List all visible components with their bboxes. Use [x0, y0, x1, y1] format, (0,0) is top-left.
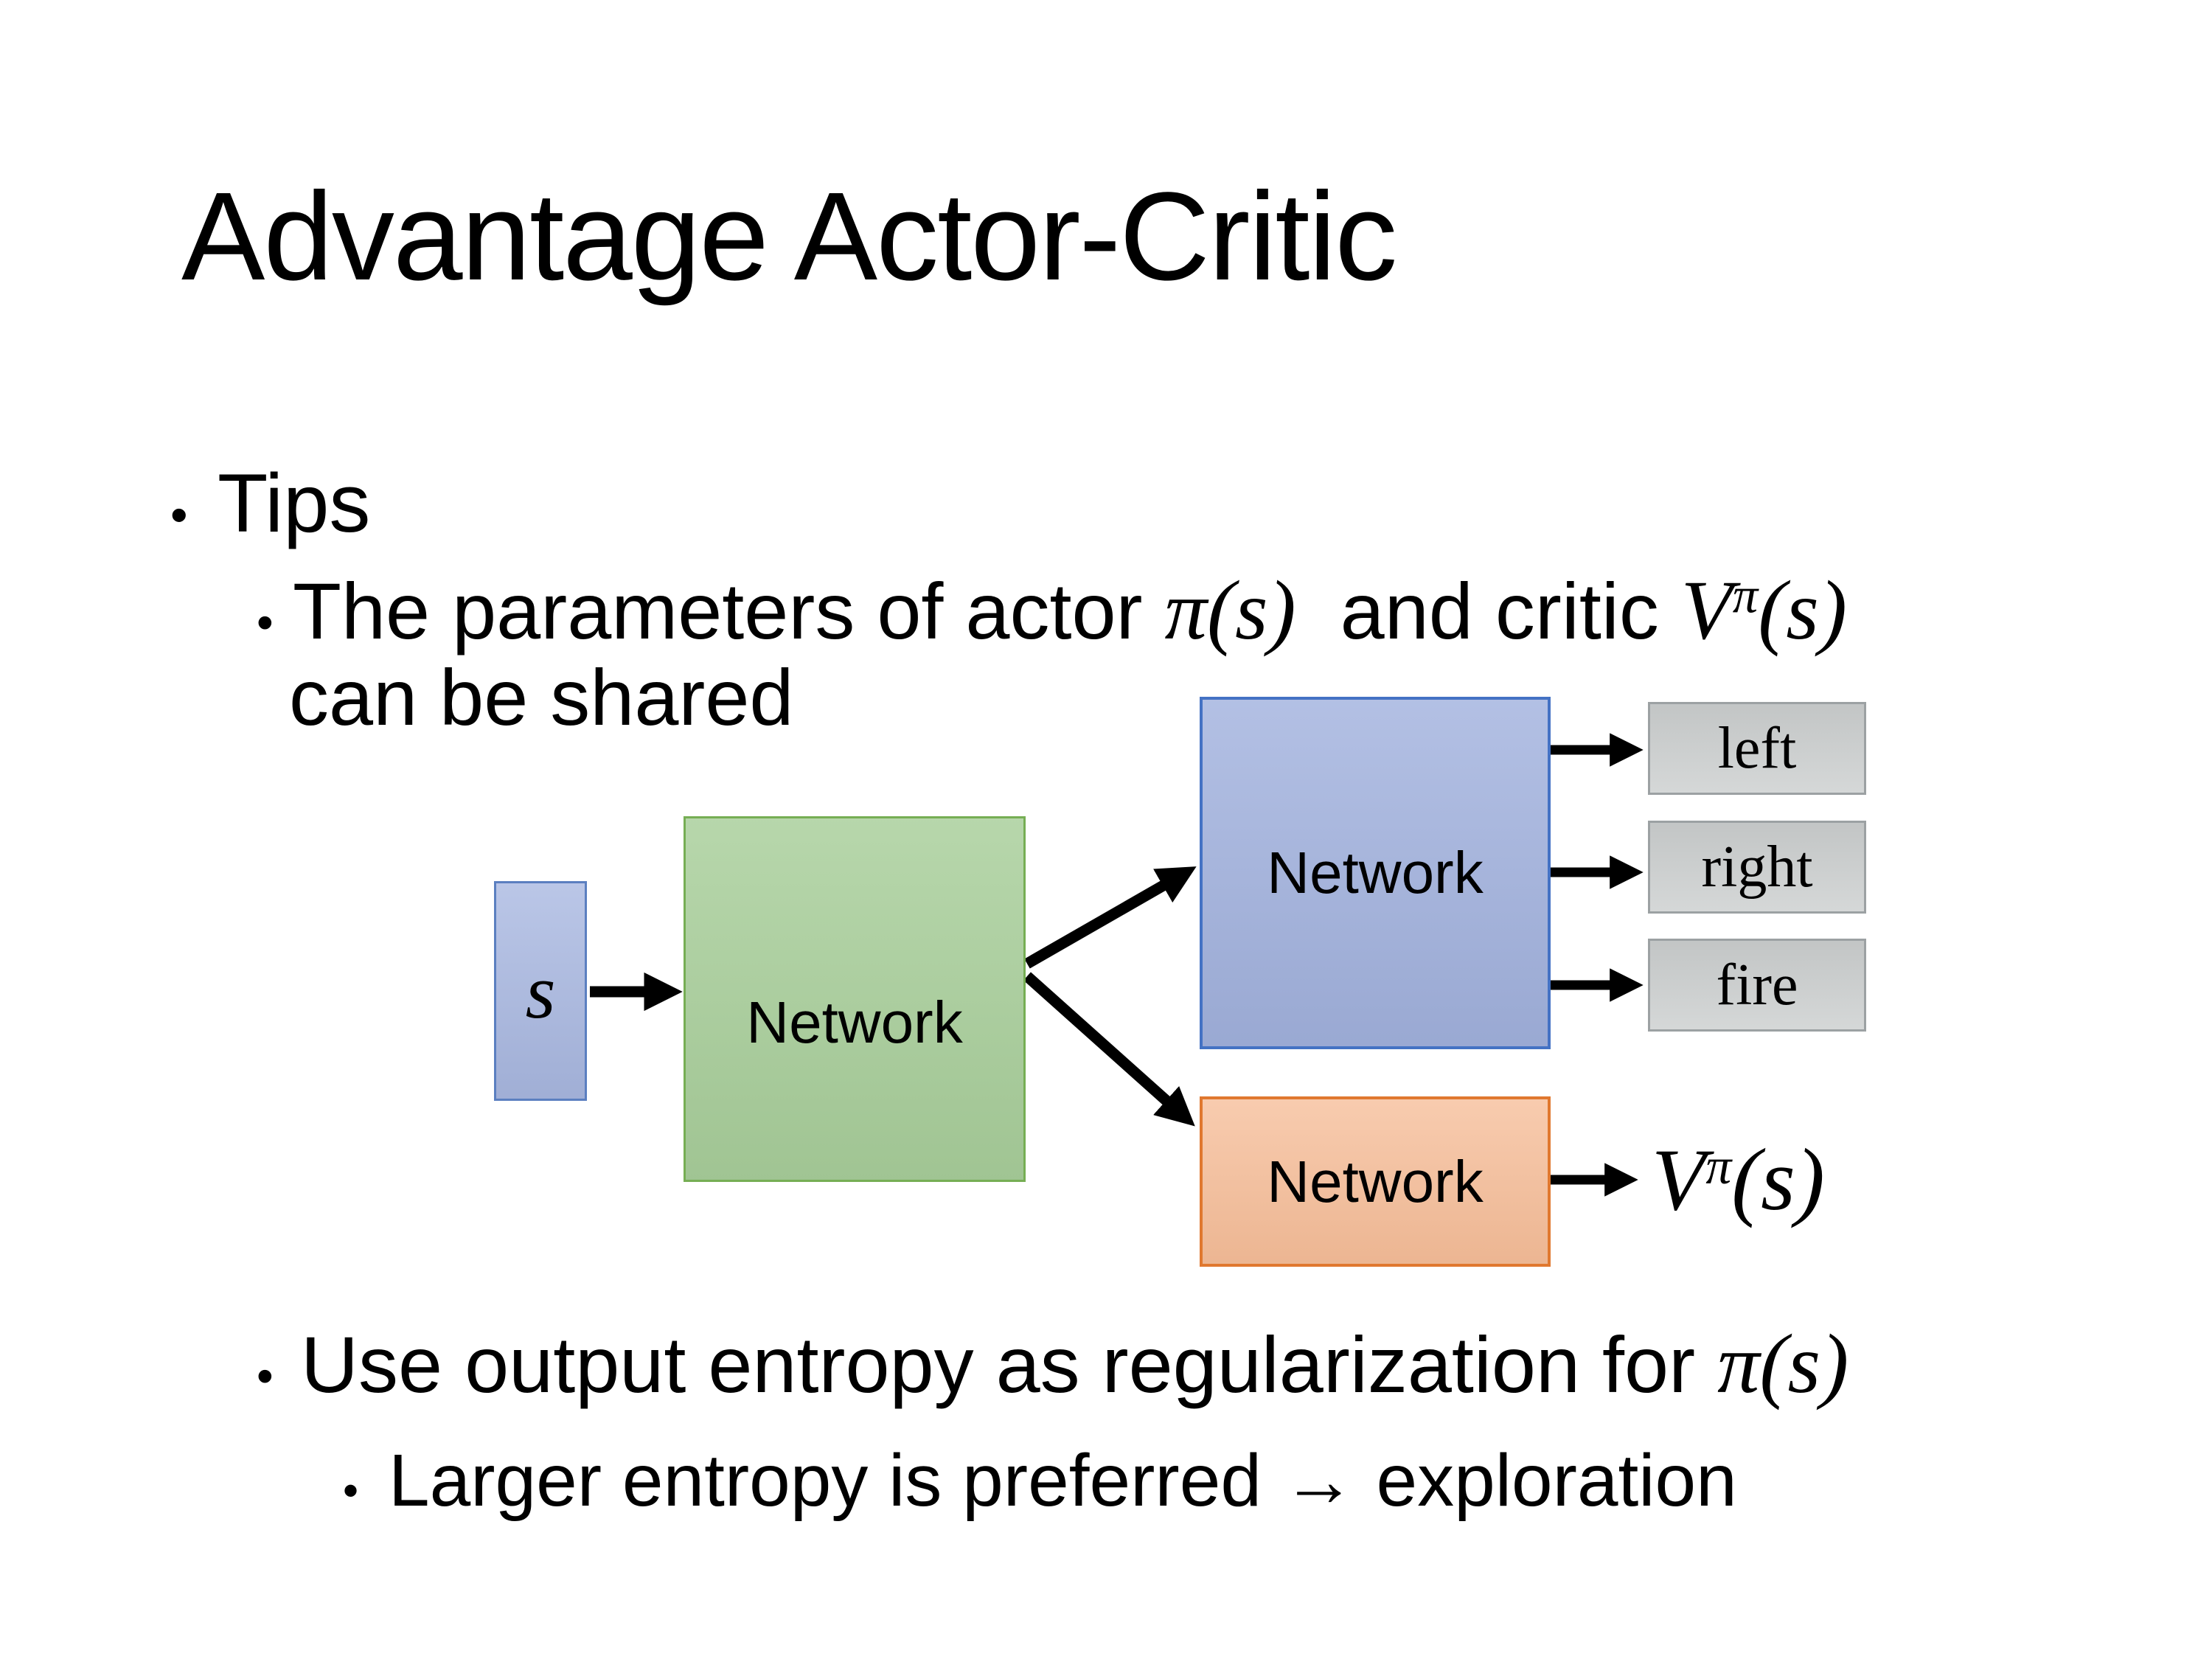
- critic-output-arg: (s): [1731, 1130, 1825, 1228]
- bullet-line-shared-parameters-continuation: can be shared: [289, 653, 794, 742]
- critic-output-sup-pi: π: [1705, 1138, 1732, 1196]
- action-label-left: left: [1717, 716, 1797, 781]
- shared-text-mid: and critic: [1295, 566, 1681, 655]
- action-label-right: right: [1701, 835, 1813, 900]
- actor-network-box: Network: [1200, 697, 1551, 1049]
- bullet-marker: •: [257, 595, 274, 649]
- shared-network-box: Network: [684, 816, 1026, 1182]
- action-label-fire: fire: [1716, 953, 1798, 1018]
- bullet-line-tips: • Tips: [170, 457, 370, 549]
- critic-network-label: Network: [1267, 1148, 1484, 1214]
- action-box-left: left: [1648, 702, 1866, 795]
- critic-output-label: Vπ(s): [1652, 1135, 1825, 1224]
- bullet-line-entropy: • Use output entropy as regularization f…: [257, 1317, 1848, 1411]
- actor-pi-s-math: π(s): [1164, 563, 1296, 657]
- slide-title: Advantage Actor-Critic: [181, 167, 1397, 307]
- action-box-fire: fire: [1648, 939, 1866, 1032]
- critic-v-pi-s-math: Vπ(s): [1681, 563, 1847, 658]
- shared-text-line2: can be shared: [289, 653, 794, 742]
- bullet-marker: •: [170, 487, 188, 543]
- v-argument: (s): [1758, 563, 1847, 657]
- v-symbol: V: [1680, 563, 1733, 657]
- bullet-marker: •: [257, 1349, 274, 1402]
- shared-network-label: Network: [746, 990, 963, 1055]
- actor-network-label: Network: [1267, 840, 1484, 905]
- critic-network-box: Network: [1200, 1096, 1551, 1267]
- state-input-label: s: [525, 947, 556, 1034]
- shared-text-before: The parameters of actor: [293, 566, 1165, 655]
- state-input-box: s: [494, 881, 587, 1101]
- tips-label: Tips: [218, 457, 371, 549]
- action-box-right: right: [1648, 821, 1866, 914]
- exploration-text: Larger entropy is preferred → exploratio…: [389, 1439, 1737, 1522]
- arrow-shared-to-critic: [1023, 972, 1195, 1127]
- arrow-shared-to-actor: [1024, 866, 1197, 969]
- critic-output-v: V: [1652, 1130, 1706, 1228]
- entropy-text-before: Use output entropy as regularization for: [301, 1320, 1718, 1409]
- bullet-line-exploration: • Larger entropy is preferred → explorat…: [343, 1439, 1737, 1522]
- entropy-pi-s-math: π(s): [1717, 1317, 1849, 1411]
- bullet-line-shared-parameters: • The parameters of actor π(s) and criti…: [257, 563, 1847, 658]
- v-superscript-pi: π: [1732, 567, 1759, 624]
- bullet-marker: •: [343, 1466, 359, 1515]
